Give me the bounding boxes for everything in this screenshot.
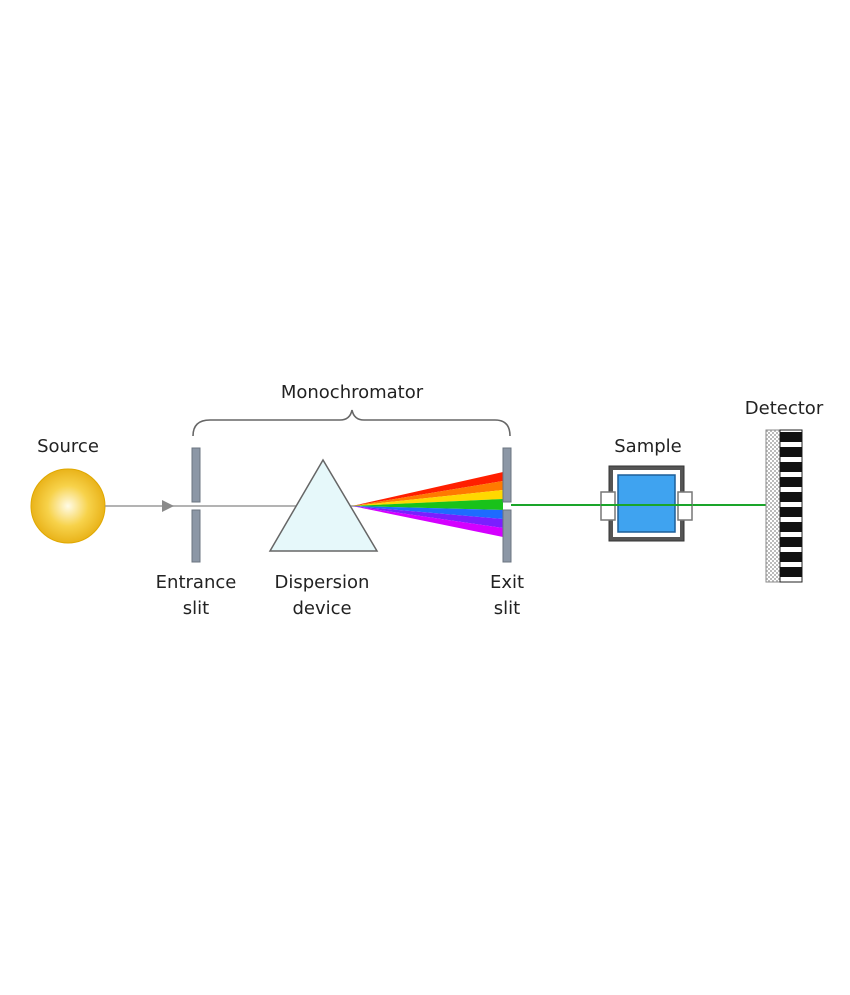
exit-slit-top [502, 447, 512, 503]
spectrum-band-violet [352, 506, 503, 537]
monochromator-label: Monochromator [281, 382, 424, 403]
entrance-slit-label-2: slit [183, 598, 209, 619]
entrance-slit-top [191, 447, 201, 503]
exit-slit-label-2: slit [494, 598, 520, 619]
exit-slit-bottom [502, 509, 512, 563]
detector-array-icon [765, 429, 803, 583]
entrance-slit-label-1: Entrance [156, 572, 237, 593]
source-label: Source [37, 436, 99, 457]
detector-label: Detector [745, 398, 824, 419]
entrance-slit-bottom [191, 509, 201, 563]
light-source-icon [30, 468, 106, 544]
spectrum-band-red [352, 472, 503, 506]
spectrum-band-orange [352, 481, 503, 506]
dispersion-device-label-2: device [292, 598, 351, 619]
monochromator-brace [192, 409, 511, 437]
sample-cell-icon [600, 465, 693, 542]
prism-icon [268, 458, 379, 552]
beam-arrow-icon [162, 500, 174, 512]
spectrum-band-green [352, 499, 503, 510]
spectrum-band-yellow [352, 490, 503, 506]
sample-label: Sample [614, 436, 682, 457]
exit-slit-label-1: Exit [490, 572, 524, 593]
dispersed-spectrum [352, 472, 503, 537]
dispersion-device-label-1: Dispersion [275, 572, 370, 593]
